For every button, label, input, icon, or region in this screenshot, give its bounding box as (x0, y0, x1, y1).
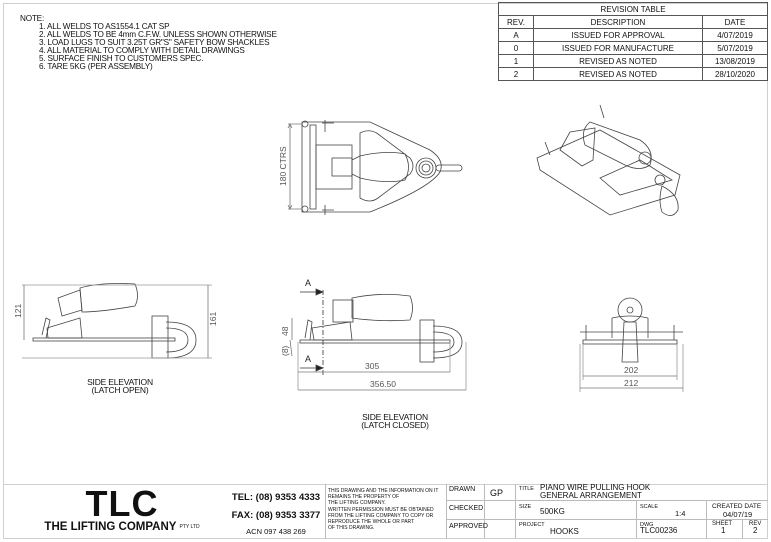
contact-info: TEL: (08) 9353 4333 FAX: (08) 9353 3377 … (228, 489, 324, 539)
sheet-label: SHEET (712, 521, 733, 527)
note-item: 2. ALL WELDS TO BE 4mm C.F.W. UNLESS SHO… (39, 30, 277, 39)
company-name: THE LIFTING COMPANY (44, 521, 177, 533)
logo-text: TLC (85, 483, 159, 524)
rev-value: 2 (753, 526, 758, 535)
disclaimer-line: OF THIS DRAWING. (328, 525, 375, 532)
note-item: 4. ALL MATERIAL TO COMPLY WITH DETAIL DR… (39, 46, 245, 55)
dim-305: 305 (365, 361, 379, 371)
scale-value: 1:4 (675, 509, 686, 518)
divider (446, 519, 768, 520)
size-value: 500KG (540, 507, 565, 516)
divider (706, 500, 707, 539)
dim-48: 48 (280, 326, 290, 336)
disclaimer: THIS DRAWING AND THE INFORMATION ON IT R… (328, 488, 446, 531)
title-block (3, 484, 768, 540)
approved-label: APPROVED (449, 523, 488, 530)
created-date-label: CREATED DATE (712, 503, 762, 510)
revision-row: 2 REVISED AS NOTED 28/10/2020 (498, 67, 768, 81)
note-item: 6. TARE 5KG (PER ASSEMBLY) (39, 62, 153, 71)
dwg-number: TLC00236 (640, 526, 678, 535)
revision-date: 28/10/2020 (702, 67, 768, 81)
created-date-value: 04/07/19 (723, 510, 753, 519)
size-label: SIZE (519, 504, 532, 510)
divider (484, 484, 485, 539)
company-suffix: PTY LTD (179, 524, 200, 530)
divider (446, 500, 515, 501)
note-item: 3. LOAD LUGS TO SUIT 3.25T GR"S" SAFETY … (39, 38, 270, 47)
caption-line: SIDE ELEVATION (362, 412, 428, 422)
general-notes: NOTE: 1. ALL WELDS TO AS1554.1 CAT SP 2.… (20, 14, 277, 71)
dim-121: 121 (13, 304, 23, 318)
sheet-value: 1 (721, 526, 726, 535)
dwg-label: DWG (640, 522, 654, 528)
drawn-value: GP (490, 488, 504, 498)
section-marker-a: A (305, 278, 311, 288)
disclaimer-line: WRITTEN PERMISSION MUST BE OBTAINED (328, 506, 434, 513)
fax: FAX: (08) 9353 3377 (231, 510, 321, 521)
title-line-1: PIANO WIRE PULLING HOOK (540, 483, 651, 492)
divider (446, 484, 447, 539)
disclaimer-line: REMAINS THE PROPERTY OF (328, 494, 400, 501)
side-elevation-latch-open: 121 161 (13, 283, 218, 359)
caption-side-elevation-closed: SIDE ELEVATION (LATCH CLOSED) (345, 412, 445, 430)
end-view: 202 212 (579, 297, 684, 392)
isometric-view (536, 104, 681, 216)
revision-row: 0 ISSUED FOR MANUFACTURE 5/07/2019 (498, 41, 768, 55)
divider (742, 519, 743, 539)
section-marker-a: A (305, 354, 311, 364)
caption-side-elevation-open: SIDE ELEVATION (LATCH OPEN) (70, 377, 170, 395)
dim-212: 212 (624, 378, 638, 388)
dim-356-50: 356.50 (370, 379, 396, 389)
plan-view: 180 CTRS (278, 120, 463, 215)
side-elevation-latch-closed: A A 305 356.50 48 (8) (280, 278, 467, 391)
drawn-label: DRAWN (449, 486, 476, 493)
revision-table: REVISION TABLE REV. DESCRIPTION DATE A I… (498, 2, 768, 81)
disclaimer-line: THE LIFTING COMPANY. (328, 500, 386, 507)
notes-heading: NOTE: (20, 14, 45, 23)
dim-180-ctrs: 180 CTRS (278, 146, 288, 186)
note-item: 1. ALL WELDS TO AS1554.1 CAT SP (39, 22, 170, 31)
dim-8: (8) (280, 345, 290, 356)
rev-label: REV (749, 521, 762, 527)
drawing-border (3, 3, 768, 539)
checked-label: CHECKED (449, 505, 484, 512)
drawing-views: 180 CTRS 121 161 (13, 104, 684, 392)
divider (515, 500, 768, 501)
project-label: PROJECT (519, 522, 545, 528)
note-item: 5. SURFACE FINISH TO CUSTOMERS SPEC. (39, 54, 204, 63)
scale-label: SCALE (640, 504, 659, 510)
caption-line: (LATCH CLOSED) (361, 420, 429, 430)
disclaimer-line: REPRODUCE THE WHOLE OR PART (328, 519, 415, 526)
title-label: TITLE (519, 486, 534, 492)
divider (515, 484, 516, 539)
dim-202: 202 (624, 365, 638, 375)
divider (325, 484, 326, 539)
dim-161: 161 (208, 312, 218, 326)
disclaimer-line: THIS DRAWING AND THE INFORMATION ON IT (328, 488, 439, 494)
telephone: TEL: (08) 9353 4333 (231, 492, 321, 503)
acn: ACN 097 438 269 (246, 527, 306, 536)
caption-line: (LATCH OPEN) (91, 385, 149, 395)
project-value: HOOKS (550, 527, 579, 536)
caption-line: SIDE ELEVATION (87, 377, 153, 387)
revision-description: REVISED AS NOTED (533, 67, 703, 81)
divider (636, 500, 637, 539)
disclaimer-line: FROM THE LIFTING COMPANY TO COPY OR (328, 512, 434, 519)
title-line-2: GENERAL ARRANGEMENT (540, 491, 642, 500)
